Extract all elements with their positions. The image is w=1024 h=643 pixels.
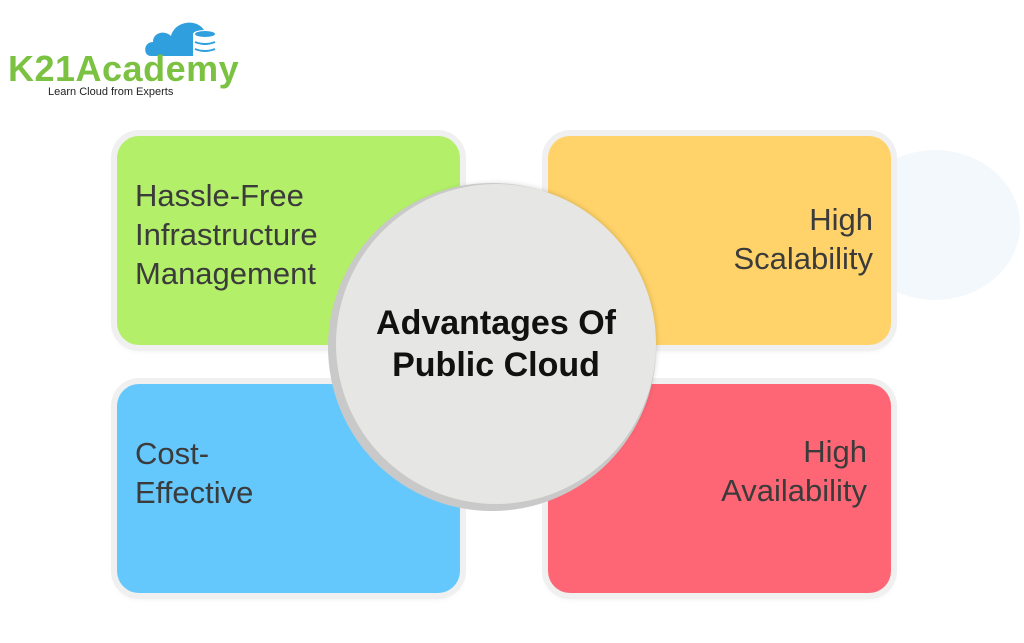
line: High bbox=[809, 202, 873, 237]
cloud-database-icon bbox=[145, 22, 217, 56]
box-label: High Availability bbox=[721, 432, 867, 510]
box-label: High Scalability bbox=[733, 200, 873, 278]
line: Hassle-Free bbox=[135, 178, 304, 213]
box-label: Cost- Effective bbox=[135, 434, 253, 512]
center-title-line: Advantages Of bbox=[376, 304, 616, 342]
line: Cost- bbox=[135, 436, 210, 471]
center-circle: Advantages Of Public Cloud bbox=[336, 184, 656, 504]
logo: K21Academy Learn Cloud from Experts bbox=[8, 16, 239, 98]
line: Availability bbox=[721, 473, 867, 508]
line: Scalability bbox=[733, 241, 873, 276]
center-title-line: Public Cloud bbox=[392, 346, 600, 384]
line: Management bbox=[135, 256, 316, 291]
line: High bbox=[803, 434, 867, 469]
tagline: Learn Cloud from Experts bbox=[48, 86, 174, 98]
brand-name: K21Academy bbox=[8, 48, 240, 89]
line: Infrastructure bbox=[135, 217, 318, 252]
line: Effective bbox=[135, 475, 254, 510]
box-label: Hassle-Free Infrastructure Management bbox=[135, 176, 318, 293]
box-high-availability: High Availability bbox=[548, 384, 891, 593]
